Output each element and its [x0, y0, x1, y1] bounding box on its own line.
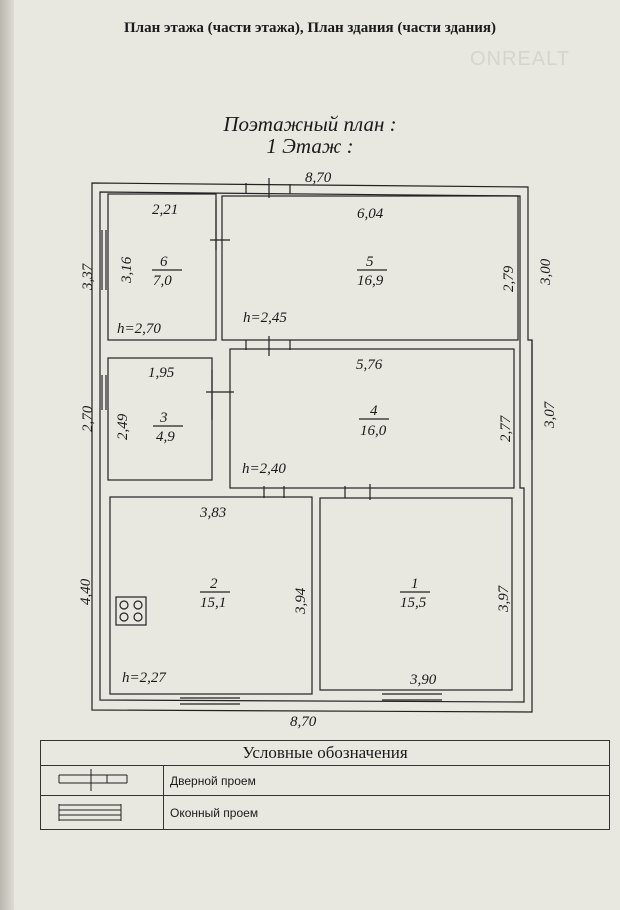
room-3-width: 1,95 — [148, 365, 175, 381]
plan-title: Поэтажный план : 1 Этаж : — [0, 113, 620, 157]
door-opening-icon — [58, 769, 128, 791]
dim-bottom: 8,70 — [290, 714, 317, 730]
dim-left-bottom: 4,40 — [78, 578, 94, 605]
room-5-length: 2,79 — [501, 265, 517, 292]
room-2-area: 15,1 — [200, 595, 226, 611]
floor-plan: 8,70 8,70 3,37 2,70 4,40 3,00 3,07 2,21 … — [78, 170, 558, 730]
dim-right-top: 3,00 — [538, 258, 554, 286]
stove-icon — [115, 596, 147, 626]
room-6-area: 7,0 — [153, 273, 172, 289]
room-4-length: 2,77 — [498, 414, 514, 442]
room-6-number: 6 — [160, 254, 168, 270]
room-6-length: 3,16 — [119, 256, 135, 284]
legend-door-label: Дверной проем — [163, 765, 610, 796]
dim-left-mid: 2,70 — [80, 405, 96, 432]
room-1-area: 15,5 — [400, 595, 427, 611]
room-2-number: 2 — [210, 576, 218, 592]
dim-right-mid: 3,07 — [542, 400, 558, 429]
document-header: План этажа (части этажа), План здания (ч… — [124, 20, 496, 36]
plan-title-line1: Поэтажный план : — [223, 112, 397, 136]
room-3-number: 3 — [159, 410, 168, 426]
room-5-height: h=2,45 — [243, 310, 287, 326]
inner-wall-line — [99, 191, 525, 703]
room-3-length: 2,49 — [115, 413, 131, 440]
room-6-width: 2,21 — [152, 202, 178, 218]
dim-left-top: 3,37 — [80, 262, 96, 291]
room-5-number: 5 — [366, 254, 374, 270]
legend-table: Условные обозначения Дверной проем Оконн… — [40, 740, 610, 830]
room-2-width: 3,83 — [199, 505, 226, 521]
room-5-width: 6,04 — [357, 206, 384, 222]
room-1-outline — [319, 497, 513, 691]
room-4-height: h=2,40 — [242, 461, 286, 477]
door-symbols — [206, 178, 371, 500]
window-opening-icon — [58, 804, 122, 821]
room-1-length: 3,97 — [496, 584, 512, 613]
room-5-outline — [221, 195, 519, 341]
watermark: ONREALT — [470, 48, 570, 70]
room-1-width: 3,90 — [409, 672, 437, 688]
legend-row: Дверной проем — [40, 765, 610, 796]
room-6-outline — [107, 193, 217, 341]
legend-row: Оконный проем — [40, 795, 610, 830]
room-2-outline — [109, 496, 313, 695]
room-2-height: h=2,27 — [122, 670, 167, 686]
room-3-area: 4,9 — [156, 429, 175, 445]
room-4-area: 16,0 — [360, 423, 387, 439]
book-spine — [0, 0, 14, 910]
plan-title-line2: 1 Этаж : — [266, 134, 354, 158]
room-4-width: 5,76 — [356, 357, 383, 373]
room-4-outline — [229, 348, 515, 489]
room-1-number: 1 — [411, 576, 419, 592]
room-2-length: 3,94 — [293, 587, 309, 615]
room-5-area: 16,9 — [357, 273, 384, 289]
room-6-height: h=2,70 — [117, 321, 161, 337]
legend-window-label: Оконный проем — [163, 795, 610, 830]
room-4-number: 4 — [370, 403, 378, 419]
legend-title: Условные обозначения — [40, 740, 610, 766]
dim-top: 8,70 — [305, 170, 332, 186]
window-symbols — [101, 230, 442, 705]
